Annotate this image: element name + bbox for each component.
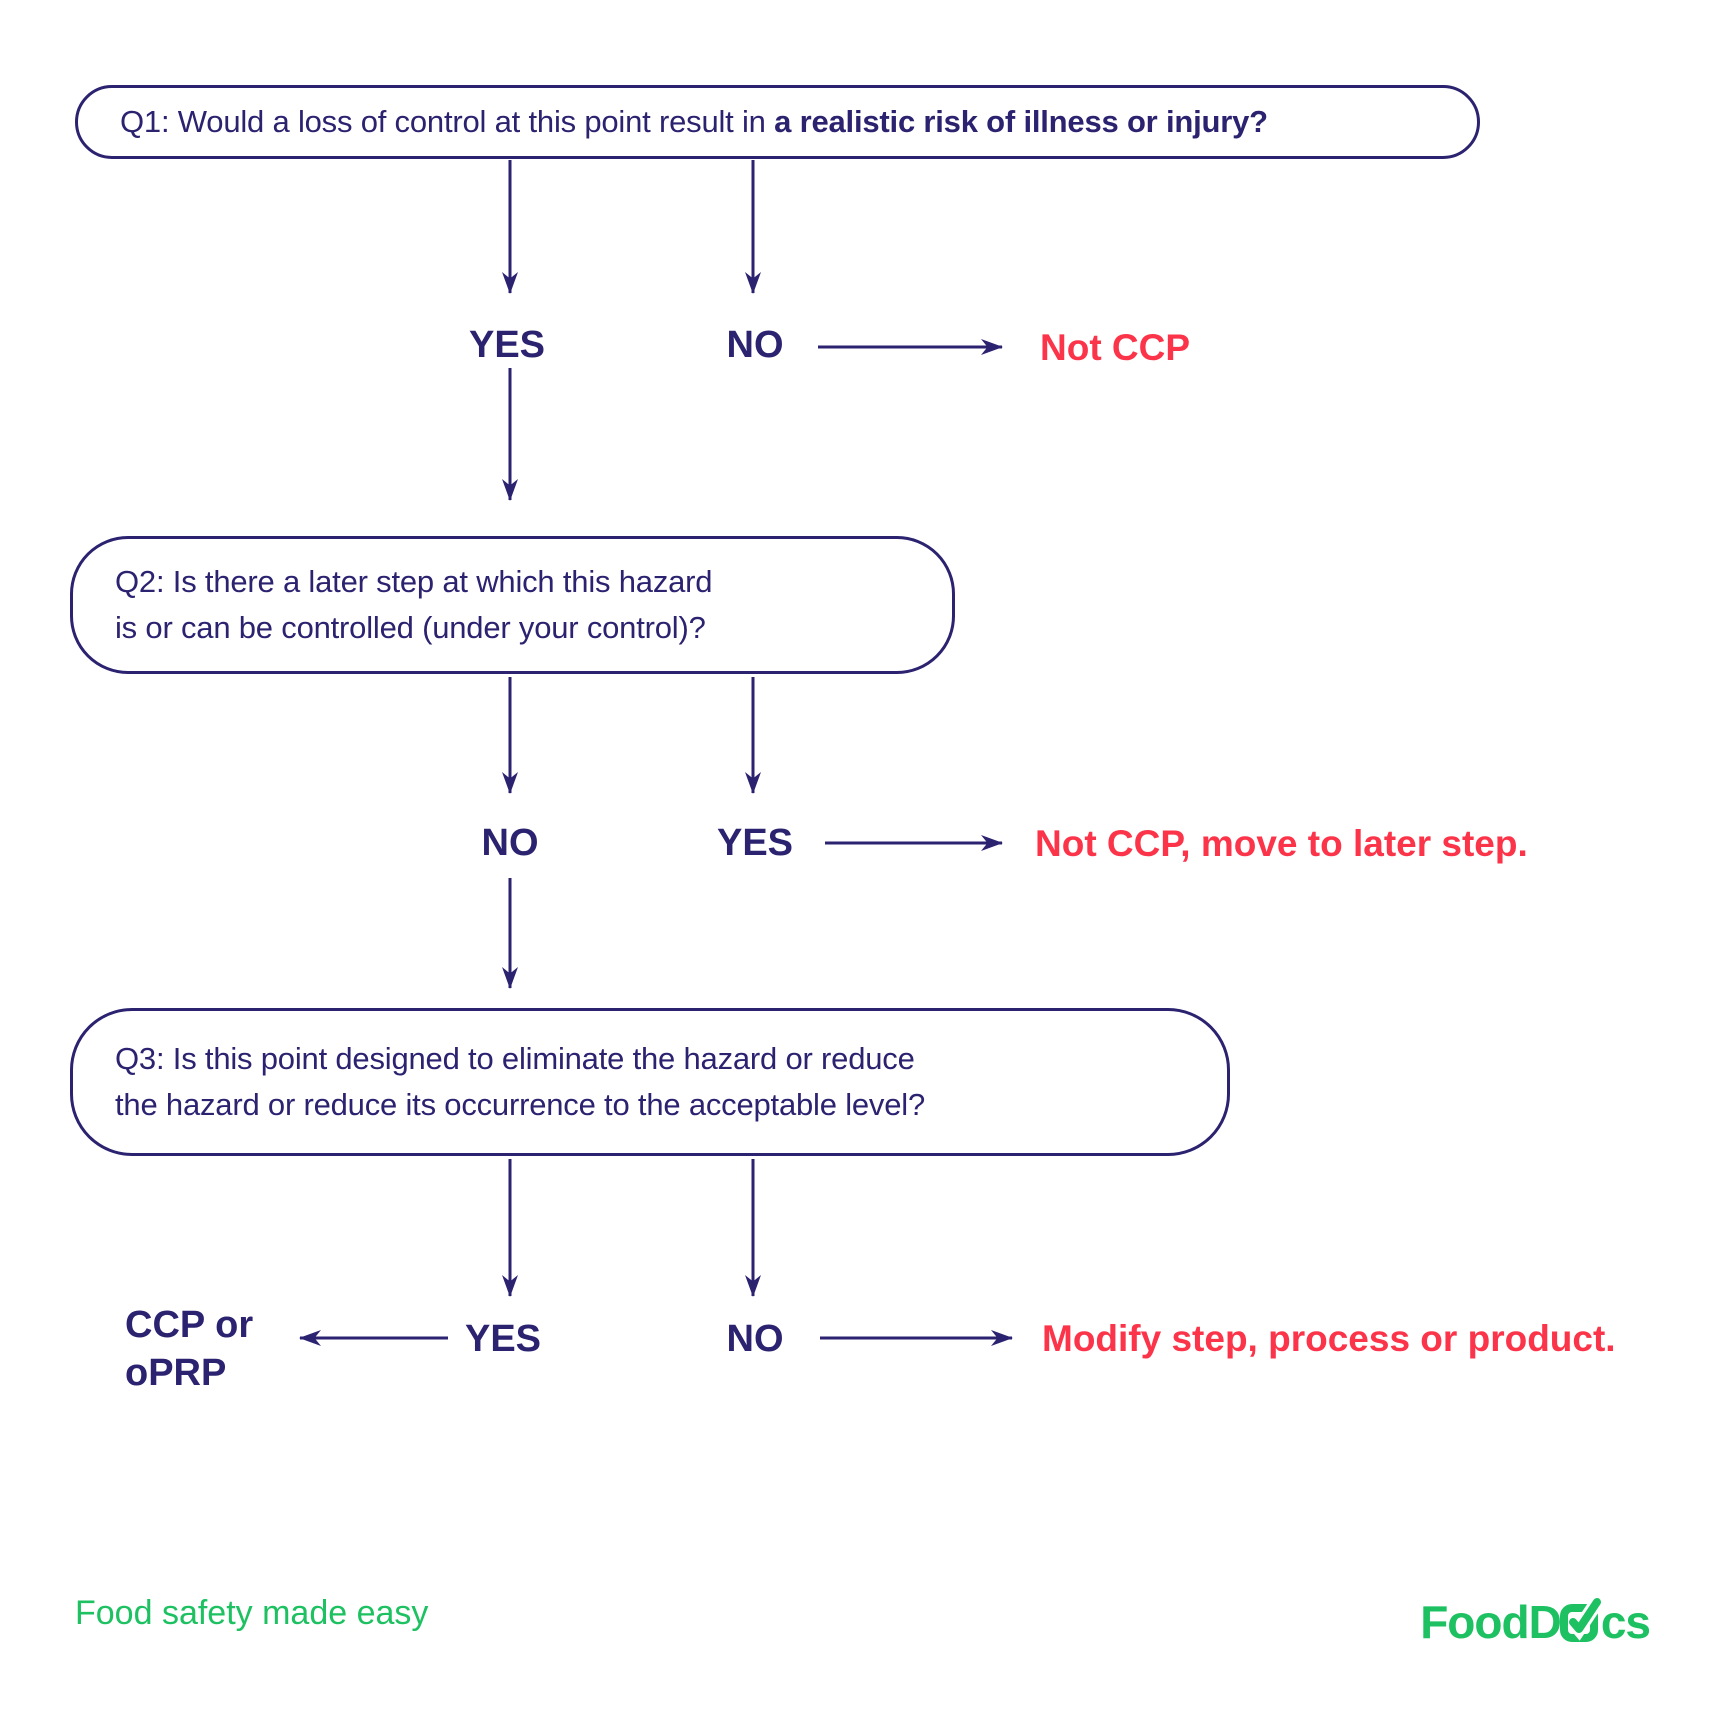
q3-no-result-text: Modify step, process or product. [1042, 1318, 1616, 1359]
q3-yes-result-text: CCP or oPRP [125, 1301, 253, 1397]
ccp-result-line2: oPRP [125, 1352, 227, 1394]
q2-yes-label: YES [716, 822, 794, 864]
q3-no-label: NO [726, 1318, 784, 1360]
ccp-result-line1: CCP or [125, 1304, 254, 1346]
question-1-text: Q1: Would a loss of control at this poin… [120, 104, 1268, 139]
logo-text-part2: cs [1600, 1595, 1651, 1648]
q1-yes-label: YES [468, 324, 546, 366]
question-3-line2: the hazard or reduce its occurrence to t… [115, 1087, 925, 1122]
q2-yes-result-text: Not CCP, move to later step. [1035, 823, 1528, 864]
q1-no-result-text: Not CCP [1040, 327, 1191, 368]
question-2-line2: is or can be controlled (under your cont… [115, 610, 706, 645]
logo-text-part1: FoodD [1420, 1595, 1562, 1648]
footer-tagline: Food safety made easy [75, 1594, 429, 1632]
question-3-line1: Q3: Is this point designed to eliminate … [115, 1041, 915, 1076]
fooddocs-logo: FoodD cs [1420, 1594, 1651, 1649]
q3-yes-label: YES [464, 1318, 542, 1360]
checkbox-check-icon [1559, 1596, 1603, 1649]
q1-no-label: NO [726, 324, 784, 366]
question-2-line1: Q2: Is there a later step at which this … [115, 564, 713, 599]
question-2-box: Q2: Is there a later step at which this … [70, 536, 955, 674]
q2-no-label: NO [481, 822, 539, 864]
question-3-box: Q3: Is this point designed to eliminate … [70, 1008, 1230, 1156]
question-1-box: Q1: Would a loss of control at this poin… [75, 85, 1480, 159]
